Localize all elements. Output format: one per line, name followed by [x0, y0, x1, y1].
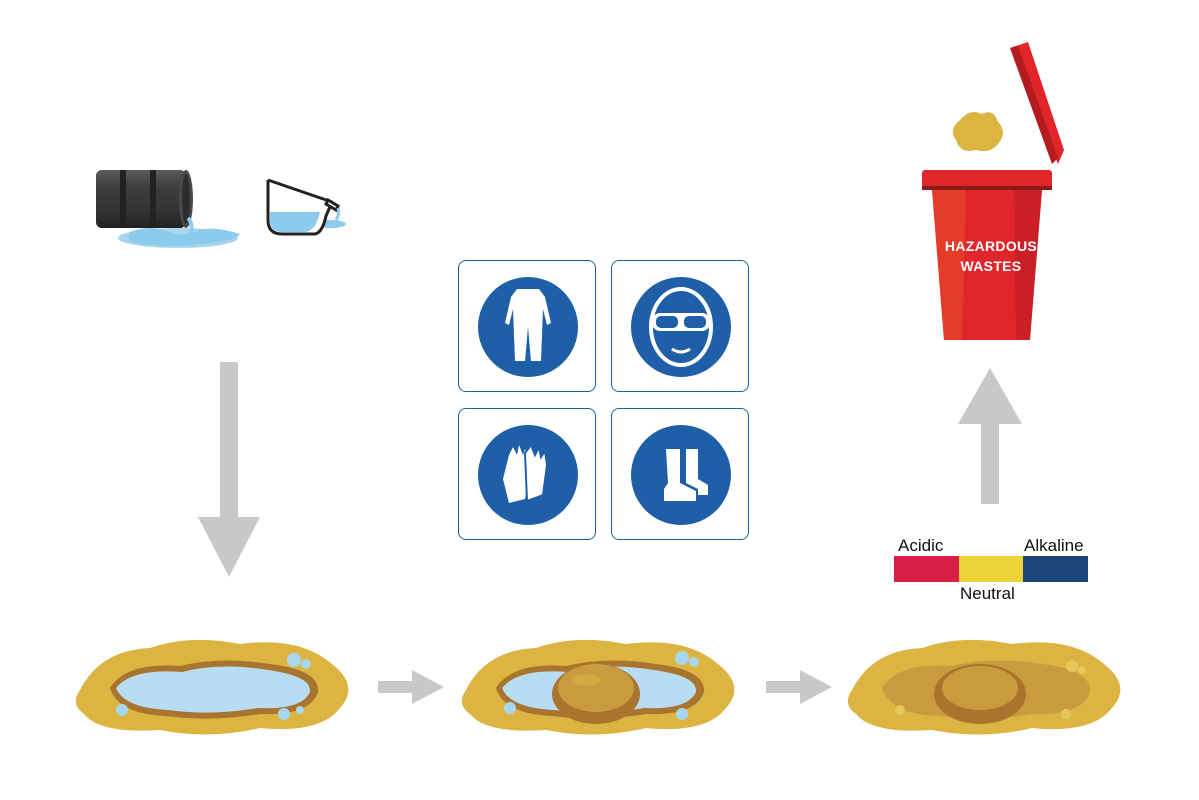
- goggles-card: [611, 260, 749, 392]
- down-arrow-icon: [198, 362, 260, 577]
- ph-scale-bar: [894, 556, 1089, 582]
- protective-gloves-icon: [478, 425, 578, 525]
- hazardous-waste-bin-icon: [922, 42, 1064, 340]
- ph-alkaline-segment: [1023, 556, 1089, 582]
- ph-neutral-segment: [958, 556, 1024, 582]
- bin-label-line2: WASTES: [960, 258, 1022, 274]
- acidic-label: Acidic: [898, 536, 944, 555]
- coverall-card: [458, 260, 596, 392]
- safety-goggles-icon: [631, 277, 731, 377]
- boots-card: [611, 408, 749, 540]
- coverall-icon: [478, 277, 578, 377]
- up-arrow-icon: [958, 368, 1022, 504]
- gloves-card: [458, 408, 596, 540]
- tipped-flask-icon: [266, 178, 346, 236]
- absorbent-applied-icon: [461, 639, 735, 735]
- right-arrow-1-icon: [378, 670, 444, 704]
- leaking-barrel-icon: [96, 170, 240, 248]
- bin-label-line1: HAZARDOUS: [944, 238, 1038, 254]
- spill-puddle-icon: [75, 639, 349, 735]
- right-arrow-2-icon: [766, 670, 832, 704]
- neutral-label: Neutral: [960, 584, 1015, 603]
- bin-label: HAZARDOUS WASTES: [938, 236, 1044, 276]
- alkaline-label: Alkaline: [1024, 536, 1084, 555]
- absorbed-spill-icon: [847, 639, 1121, 735]
- safety-boots-icon: [631, 425, 731, 525]
- ph-acidic-segment: [894, 556, 959, 582]
